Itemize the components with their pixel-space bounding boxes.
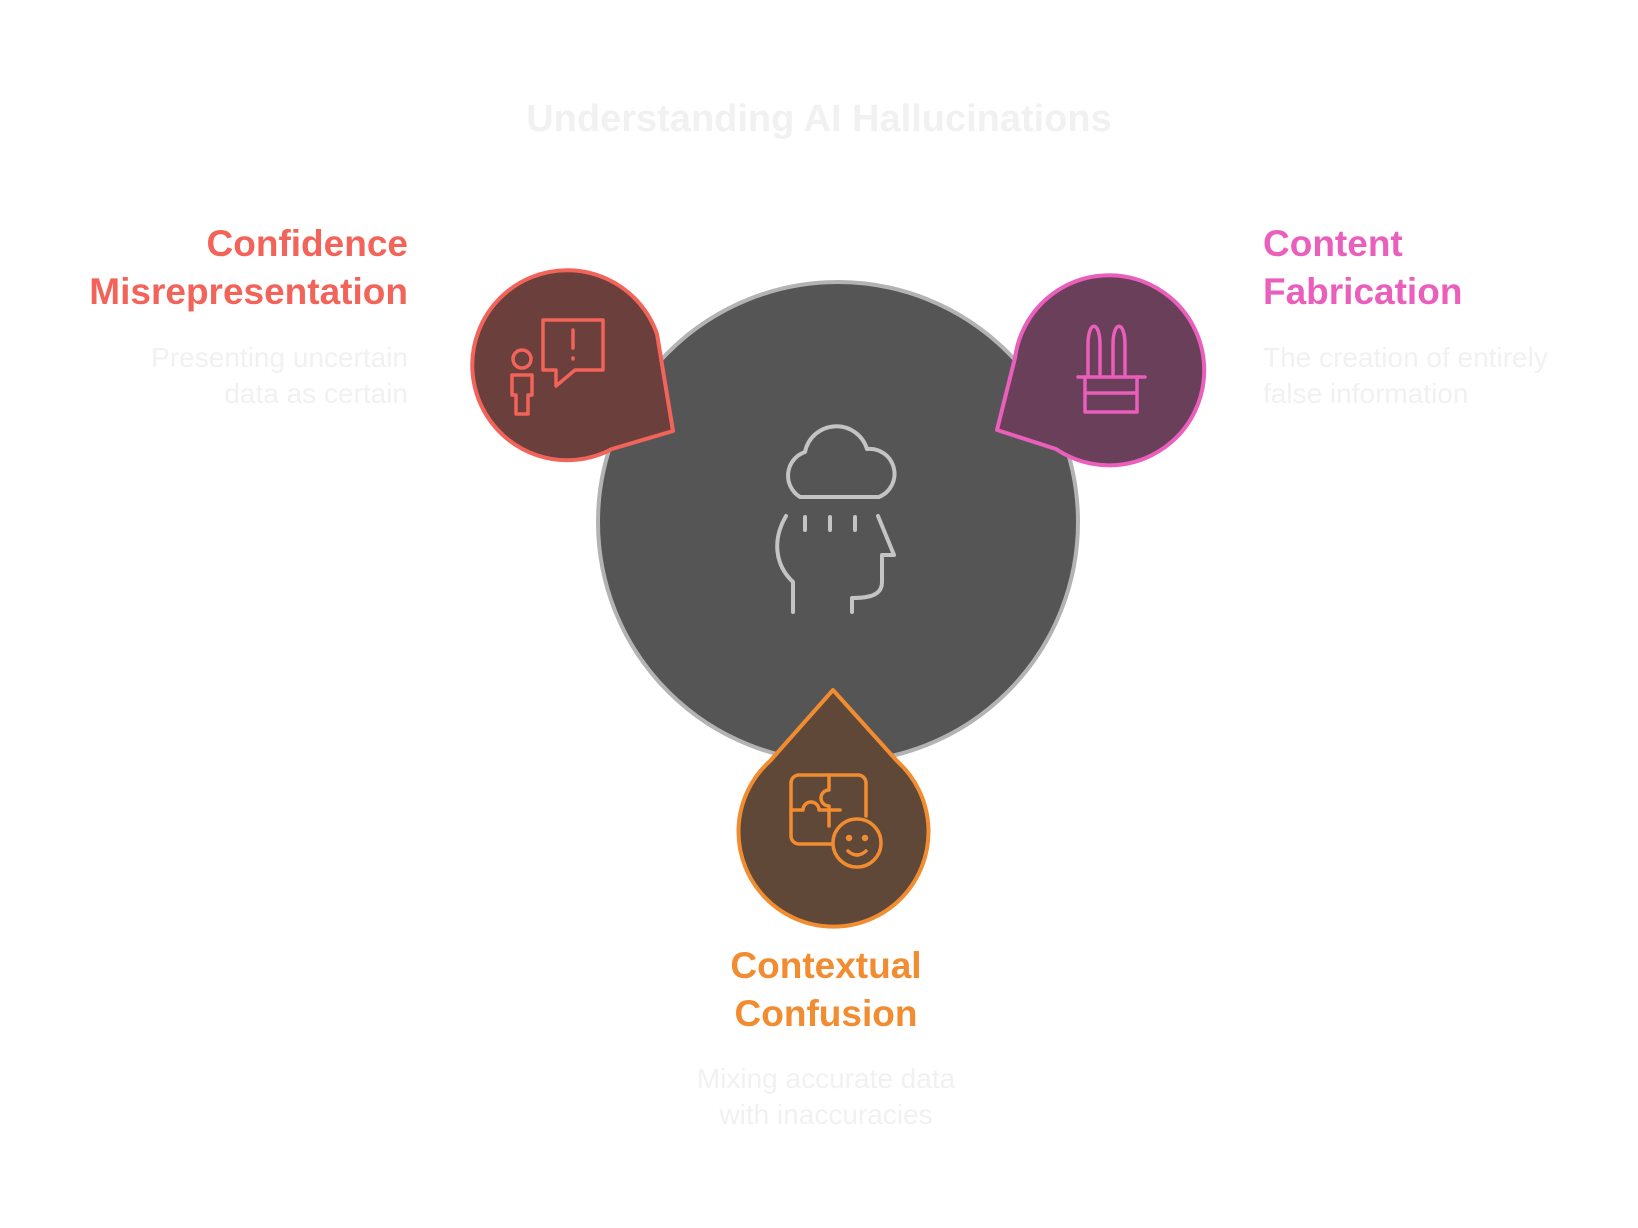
confidence-description-line: data as certain xyxy=(224,378,408,409)
fabrication-pin xyxy=(995,273,1207,468)
contextual-pin xyxy=(736,688,931,929)
head-cloud-rain-icon xyxy=(775,424,897,614)
confidence-pin-shape xyxy=(470,268,675,463)
magic-hat-rabbit-icon xyxy=(1076,324,1147,414)
fabrication-description-line: false information xyxy=(1263,378,1469,409)
confidence-description: Presenting uncertain data as certain xyxy=(151,340,408,412)
contextual-description: Mixing accurate data with inaccuracies xyxy=(626,1061,1026,1133)
confidence-pin xyxy=(470,268,675,463)
contextual-label-line: Contextual xyxy=(730,945,922,986)
fabrication-label-line: Fabrication xyxy=(1263,271,1463,312)
fabrication-label-line: Content xyxy=(1263,223,1403,264)
puzzle-child-face-icon xyxy=(789,773,883,869)
central-circle xyxy=(596,280,1080,764)
contextual-description-line: Mixing accurate data xyxy=(696,1063,956,1094)
person-speech-alert-icon xyxy=(510,318,605,416)
contextual-label: Contextual Confusion xyxy=(626,942,1026,1038)
contextual-description-line: with inaccuracies xyxy=(719,1099,933,1130)
fabrication-label: Content Fabrication xyxy=(1263,220,1462,316)
diagram-title: Understanding AI Hallucinations xyxy=(526,98,1112,140)
fabrication-description: The creation of entirely false informati… xyxy=(1263,340,1548,412)
confidence-label-line: Confidence xyxy=(206,223,408,264)
contextual-label-line: Confusion xyxy=(734,993,918,1034)
fabrication-description-line: The creation of entirely xyxy=(1263,342,1548,373)
confidence-label: Confidence Misrepresentation xyxy=(89,220,408,316)
confidence-description-line: Presenting uncertain xyxy=(151,342,408,373)
confidence-label-line: Misrepresentation xyxy=(89,271,408,312)
